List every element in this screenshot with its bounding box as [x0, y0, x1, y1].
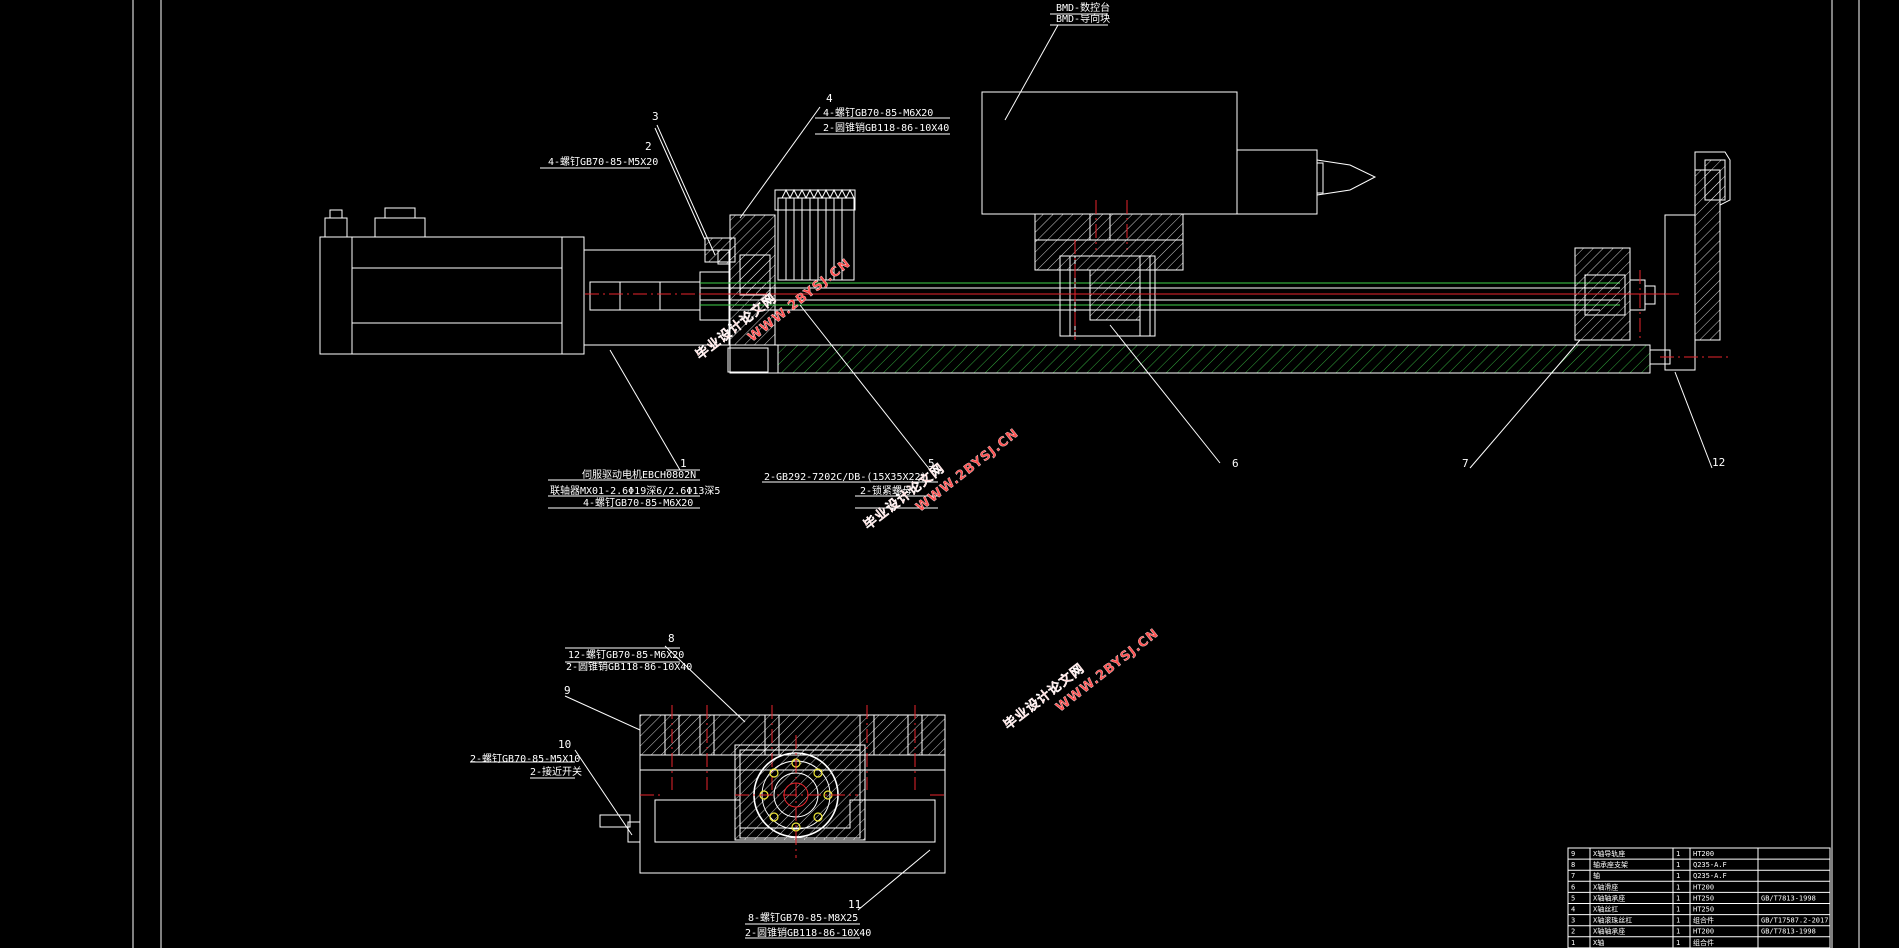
bom-cell-qty: 1 [1676, 939, 1680, 947]
callout-11-line-1: 8-螺钉GB70-85-M8X25 [748, 912, 858, 924]
bom-cell-material: HT200 [1693, 850, 1714, 858]
bom-cell-name: X轴导轨座 [1593, 849, 1625, 858]
bom-cell-qty: 1 [1676, 861, 1680, 869]
callout-5-number: 5 [928, 457, 935, 470]
base-rail [729, 299, 1651, 374]
spindle-head [981, 91, 1377, 250]
bom-cell-material: HT200 [1693, 883, 1714, 891]
callout-10-line-1: 2-螺钉GB70-85-M5X10 [470, 753, 580, 765]
spindle-line-2: BMD-导向块 [1056, 12, 1110, 25]
bom-cell-no: 1 [1571, 939, 1575, 947]
bom-cell-qty: 1 [1676, 917, 1680, 925]
bom-cell-material: HT250 [1693, 906, 1714, 914]
main-leaders [540, 13, 1713, 509]
callout-11-number: 11 [848, 898, 861, 911]
bom-cell-name: X轴轴承座 [1593, 893, 1625, 902]
spindle-line-1: BMD-数控台 [1056, 1, 1110, 14]
section-callout-texts: 8 12-螺钉GB70-85-M6X20 2-圆锥销GB118-86-10X40… [470, 632, 871, 939]
callout-4-number: 4 [826, 92, 833, 105]
bom-cell-name: X轴滚珠丝杠 [1593, 916, 1632, 925]
bom-cell-name: X轴丝杠 [1593, 905, 1618, 914]
bom-cell-material: HT250 [1693, 894, 1714, 902]
bom-cell-qty: 1 [1676, 906, 1680, 914]
callout-9-number: 9 [564, 684, 571, 697]
callout-3-number: 3 [652, 110, 659, 123]
callout-1-line-3: 4-螺钉GB70-85-M6X20 [583, 497, 693, 509]
bom-cell-qty: 1 [1676, 883, 1680, 891]
callout-8-line-2: 2-圆锥销GB118-86-10X40 [566, 660, 692, 673]
bom-cell-name: 轴承座支架 [1593, 860, 1628, 869]
bom-cell-std: GB/T7813-1998 [1761, 928, 1816, 936]
bellows-cover [777, 188, 855, 281]
bom-cell-qty: 1 [1676, 872, 1680, 880]
bom-cell-no: 6 [1571, 883, 1575, 891]
motor [319, 207, 730, 355]
bom-cell-name: X轴 [1593, 938, 1604, 947]
section-leaders [470, 645, 931, 939]
bom-cell-qty: 1 [1676, 850, 1680, 858]
bom-cell-material: Q235-A.F [1693, 872, 1727, 880]
drawing-frame [132, 0, 1860, 948]
callout-7-number: 7 [1462, 457, 1469, 470]
callout-10-line-2: 2-接近开关 [530, 765, 582, 778]
callout-6-number: 6 [1232, 457, 1239, 470]
bom-cell-no: 8 [1571, 861, 1575, 869]
bom-cell-qty: 1 [1676, 894, 1680, 902]
callout-2-line-1: 4-螺钉GB70-85-M5X20 [548, 156, 658, 168]
callout-1-number: 1 [680, 457, 687, 470]
callout-4-line-1: 4-螺钉GB70-85-M6X20 [823, 107, 933, 119]
callout-8-line-1: 12-螺钉GB70-85-M6X20 [568, 649, 684, 661]
bom-cell-material: HT200 [1693, 928, 1714, 936]
bom-cell-std: GB/T7813-1998 [1761, 894, 1816, 902]
bom-cell-name: X轴滑座 [1593, 882, 1618, 891]
bom-cell-no: 4 [1571, 906, 1575, 914]
bom-cell-material: Q235-A.F [1693, 861, 1727, 869]
callout-1-line-1: 伺服驱动电机EBCH0802N [582, 468, 696, 481]
main-callout-texts: 1 伺服驱动电机EBCH0802N 联轴器MX01-2.6Φ19深6/2.6Φ1… [548, 1, 1725, 509]
bom-cell-std: GB/T17587.2-2017 [1761, 917, 1828, 925]
bom-cell-qty: 1 [1676, 928, 1680, 936]
callout-4-line-2: 2-圆锥销GB118-86-10X40 [823, 121, 949, 134]
bom-cell-no: 3 [1571, 917, 1575, 925]
callout-12-number: 12 [1712, 456, 1725, 469]
bom-cell-no: 7 [1571, 872, 1575, 880]
bom-cell-material: 组合件 [1693, 916, 1714, 925]
bom-cell-no: 2 [1571, 928, 1575, 936]
callout-2-number: 2 [645, 140, 652, 153]
bom-cell-no: 5 [1571, 894, 1575, 902]
bom-cell-name: X轴轴承座 [1593, 927, 1625, 936]
callout-8-number: 8 [668, 632, 675, 645]
end-bracket [1649, 151, 1731, 371]
callout-1-line-2: 联轴器MX01-2.6Φ19深6/2.6Φ13深5 [550, 484, 720, 497]
callout-5-line-2: 2-锁紧螺母 [860, 484, 912, 497]
bom-cell-material: 组合件 [1693, 938, 1714, 947]
callout-11-line-2: 2-圆锥销GB118-86-10X40 [745, 926, 871, 939]
callout-5-line-1: 2-GB292-7202C/DB-(15X35X22) [764, 472, 927, 483]
carriage-table [1034, 239, 1184, 340]
bom-cell-no: 9 [1571, 850, 1575, 858]
section-view [599, 705, 946, 874]
callout-10-number: 10 [558, 738, 571, 751]
bom-cell-name: 轴 [1593, 871, 1600, 880]
